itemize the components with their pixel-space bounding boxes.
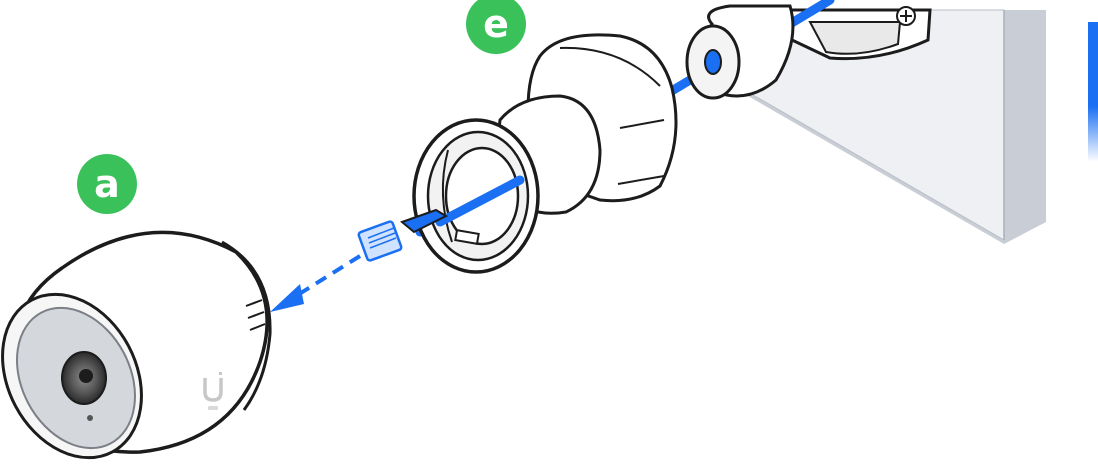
brand-logo-icon xyxy=(203,372,223,410)
accent-bar xyxy=(1088,22,1098,162)
camera-body-icon xyxy=(1,230,272,460)
mount-icon xyxy=(412,33,678,274)
callout-badge-e: e xyxy=(466,0,526,54)
rj45-connector-icon xyxy=(357,208,449,262)
wall-plate xyxy=(747,9,1046,244)
cable-grommet xyxy=(685,4,795,100)
junction-box xyxy=(788,6,932,61)
direction-arrow-icon xyxy=(270,254,362,312)
cable-through-mount xyxy=(435,175,525,227)
callout-badge-a: a xyxy=(77,154,137,214)
